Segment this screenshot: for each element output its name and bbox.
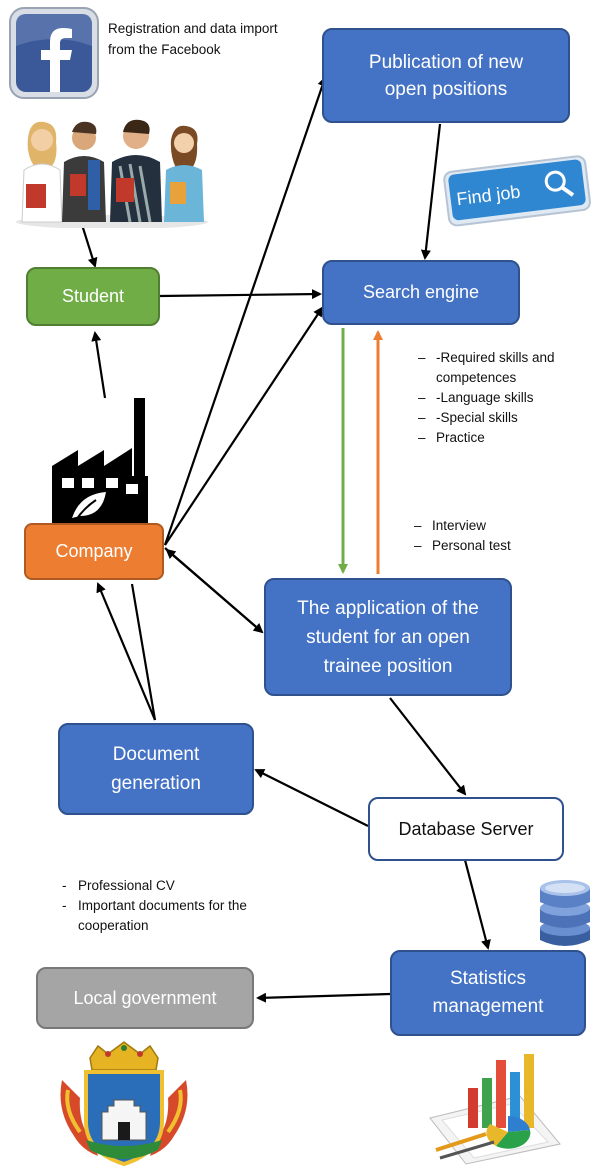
- student-label: Student: [61, 286, 125, 306]
- search-engine-node: Search engine: [322, 260, 520, 325]
- edge-document-company-line: [130, 583, 157, 721]
- edge-statistics-to-government: [256, 992, 391, 1003]
- search-engine-label: Search engine: [362, 282, 480, 302]
- statistics-label: Statistics management: [432, 968, 544, 1017]
- factory-icon: [52, 398, 148, 524]
- edge-factory-to-student: [91, 331, 107, 399]
- edge-publication-to-search: [420, 123, 442, 260]
- database-server-label: Database Server: [398, 818, 534, 839]
- student-node: Student: [26, 267, 160, 326]
- publication-label: Publication of new open positions: [368, 51, 524, 100]
- document-generation-label: Document generation: [111, 744, 201, 794]
- facebook-note: Registration and data import from the Fa…: [108, 21, 278, 57]
- edge-company-to-publication: [163, 76, 328, 546]
- document-generation-node: Document generation: [58, 723, 254, 815]
- facebook-logo-icon: [9, 7, 99, 99]
- edge-application-to-database: [389, 697, 467, 796]
- skills-item: -Special skills: [416, 408, 596, 428]
- coat-of-arms-icon: [60, 1041, 188, 1167]
- interview-item: Personal test: [412, 536, 572, 556]
- documents-item: Important documents for the cooperation: [58, 896, 258, 936]
- skills-note: -Required skills and competences -Langua…: [416, 348, 596, 448]
- skills-item: -Required skills and competences: [416, 348, 596, 388]
- company-node: Company: [24, 523, 164, 580]
- local-government-node: Local government: [36, 967, 254, 1029]
- edge-company-to-application-b: [165, 548, 263, 633]
- documents-item: Professional CV: [58, 876, 258, 896]
- edge-database-to-document: [254, 769, 369, 827]
- database-stack-icon: [540, 880, 590, 946]
- skills-item: Practice: [416, 428, 596, 448]
- interview-item: Interview: [412, 516, 572, 536]
- publication-node: Publication of new open positions: [322, 28, 570, 123]
- find-job-key-icon: Find job: [443, 155, 591, 227]
- edge-student-to-search: [159, 289, 322, 300]
- statistics-node: Statistics management: [390, 950, 586, 1036]
- local-government-label: Local government: [73, 987, 217, 1008]
- interview-note: Interview Personal test: [412, 516, 572, 556]
- students-photo: [16, 119, 208, 228]
- edge-document-to-company: [96, 582, 157, 721]
- documents-note: Professional CV Important documents for …: [58, 876, 258, 936]
- application-node: The application of the student for an op…: [264, 578, 512, 696]
- application-label: The application of the student for an op…: [297, 597, 479, 677]
- skills-item: -Language skills: [416, 388, 596, 408]
- edge-database-to-statistics: [463, 859, 491, 950]
- edge-company-to-search: [164, 306, 324, 546]
- charts-report-icon: [429, 1054, 561, 1165]
- company-label: Company: [55, 541, 133, 561]
- database-server-node: Database Server: [368, 797, 564, 861]
